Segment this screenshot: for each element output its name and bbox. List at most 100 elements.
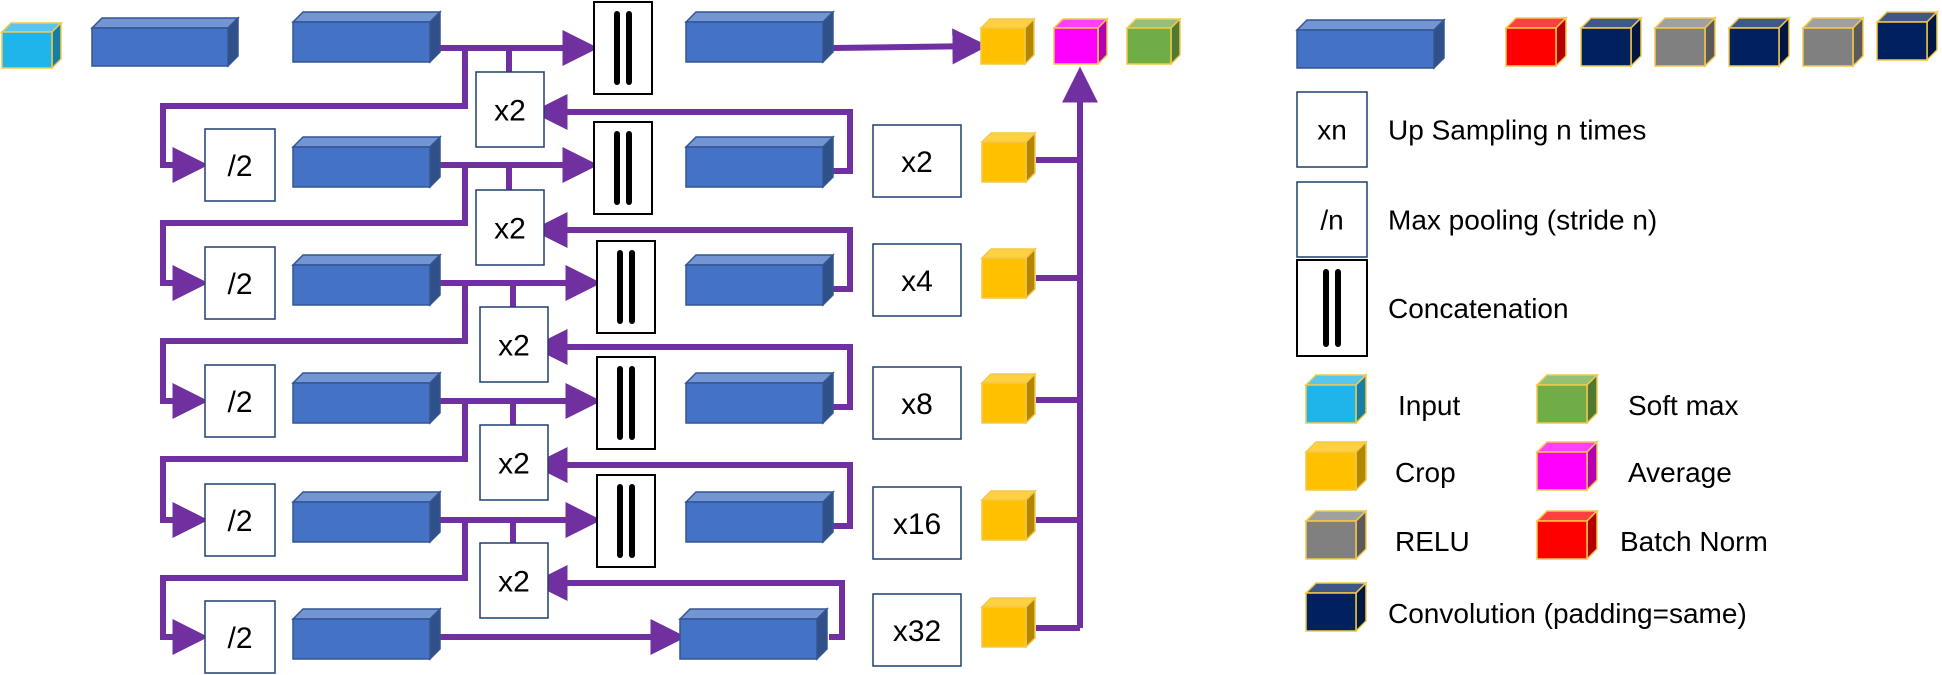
encoder-block-5 — [291, 607, 442, 661]
legend-swatch-batch-norm — [1535, 509, 1599, 561]
side-upsample-box-1: x4 — [872, 243, 962, 317]
legend-symbol-1: /n Max pooling (stride n) — [1296, 181, 1657, 258]
legend-feature-block — [1295, 18, 1446, 70]
legend-symbol-2: Concatenation — [1296, 259, 1569, 357]
side-upsample-box-0: x2 — [872, 124, 962, 198]
upsample-connector-4 — [531, 565, 845, 640]
maxpool-box-3-label: /2 — [227, 386, 252, 419]
crop-block-2 — [980, 372, 1037, 425]
shape-layer: /2/2/2/2/2 x2 x2 x2 x2 x2 x2 x4 x8 x16 x32 — [0, 1, 1182, 674]
legend-color-label-5: Batch Norm — [1620, 526, 1768, 557]
legend-color-relu: RELU — [1304, 509, 1470, 561]
side-upsample-box-3-label: x16 — [893, 508, 941, 541]
decoder-block-4 — [684, 490, 835, 544]
legend-block-relu-2 — [1653, 16, 1717, 68]
side-upsample-box-2: x8 — [872, 366, 962, 440]
concatenation-2 — [596, 240, 656, 334]
legend-symbol-key-1: /n — [1320, 205, 1343, 236]
maxpool-box-1: /2 — [204, 128, 276, 202]
legend-symbol-text-2: Concatenation — [1388, 293, 1569, 324]
upsample-box-1: x2 — [475, 189, 545, 266]
side-upsample-box-0-label: x2 — [901, 146, 933, 179]
side-upsample-box-2-label: x8 — [901, 388, 933, 421]
decoder-block-5 — [678, 607, 829, 661]
legend-color-crop: Crop — [1304, 440, 1456, 492]
legend-block-batch-norm-0 — [1504, 16, 1568, 68]
upsample-box-4: x2 — [479, 542, 549, 619]
decoder-block-3 — [684, 371, 835, 425]
upsample-box-2-label: x2 — [498, 329, 530, 362]
upsample-box-1-label: x2 — [494, 212, 526, 245]
legend-color-label-1: Soft max — [1628, 390, 1738, 421]
legend-color-average: Average — [1535, 440, 1732, 492]
encoder-block-1 — [291, 135, 442, 189]
pool-connector-4 — [160, 398, 468, 538]
legend-block-convolution-1 — [1579, 16, 1643, 68]
input-block — [0, 21, 63, 70]
pool-connector-3 — [160, 280, 468, 419]
concatenation-3 — [596, 356, 656, 450]
side-upsample-box-4: x32 — [872, 593, 962, 667]
upsample-box-2: x2 — [479, 306, 549, 383]
pool-connector-1 — [160, 45, 468, 183]
legend-color-convolution: Convolution (padding=same) — [1304, 581, 1747, 633]
legend-swatch-input — [1304, 373, 1368, 425]
legend-color-softmax: Soft max — [1535, 373, 1738, 425]
legend-swatch-softmax — [1535, 373, 1599, 425]
legend-symbol-text-1: Max pooling (stride n) — [1388, 205, 1657, 236]
average-block — [1052, 17, 1109, 66]
legend-color-label-4: RELU — [1395, 526, 1470, 557]
encoder-block-4 — [291, 490, 442, 544]
upsample-box-0: x2 — [475, 71, 545, 148]
encoder-block-3 — [291, 371, 442, 425]
maxpool-box-3: /2 — [204, 364, 276, 438]
legend-swatch-average — [1535, 440, 1599, 492]
legend-symbol-text-0: Up Sampling n times — [1388, 115, 1646, 146]
legend-concatenation-symbol — [1296, 259, 1368, 357]
legend-color-label-2: Crop — [1395, 457, 1456, 488]
legend-block-convolution-5 — [1875, 10, 1939, 62]
maxpool-box-2: /2 — [204, 246, 276, 320]
legend-swatch-relu — [1304, 509, 1368, 561]
legend-color-input: Input — [1304, 373, 1460, 425]
feature-block-input-conv — [90, 16, 240, 68]
crop-block-0 — [980, 131, 1037, 184]
decoder-block-1 — [684, 135, 835, 189]
upsample-connector-0 — [531, 94, 853, 174]
upsample-connector-1 — [531, 212, 853, 292]
crop-block-3 — [980, 489, 1037, 542]
upsample-box-3: x2 — [479, 424, 549, 501]
connector-layer — [160, 28, 1098, 655]
concatenation-1 — [593, 121, 653, 215]
legend-color-batch-norm: Batch Norm — [1535, 509, 1768, 561]
maxpool-box-5-label: /2 — [227, 622, 252, 655]
encoder-block-0 — [291, 10, 442, 64]
upsample-box-4-label: x2 — [498, 565, 530, 598]
pool-connector-2 — [160, 162, 468, 301]
concatenation-4 — [596, 474, 656, 568]
side-upsample-box-3: x16 — [872, 486, 962, 560]
crop-block-1 — [980, 247, 1037, 300]
legend-block-convolution-3 — [1727, 16, 1791, 68]
legend-swatch-crop — [1304, 440, 1368, 492]
encoder-block-2 — [291, 253, 442, 307]
upsample-box-0-label: x2 — [494, 94, 526, 127]
upsample-connector-2 — [531, 329, 853, 410]
side-upsample-box-1-label: x4 — [901, 265, 933, 298]
legend-color-label-0: Input — [1398, 390, 1460, 421]
output-connector — [832, 28, 989, 65]
legend-swatch-convolution — [1304, 581, 1368, 633]
maxpool-box-1-label: /2 — [227, 150, 252, 183]
maxpool-box-4: /2 — [204, 483, 276, 557]
legend-color-label-6: Convolution (padding=same) — [1388, 598, 1747, 629]
legend: xn Up Sampling n times/n Max pooling (stri… — [1295, 10, 1939, 633]
decoder-block-0 — [684, 10, 835, 64]
concatenation-0 — [593, 1, 653, 95]
upsample-box-3-label: x2 — [498, 447, 530, 480]
side-upsample-box-4-label: x32 — [893, 615, 941, 648]
maxpool-box-5: /2 — [204, 600, 276, 674]
maxpool-box-4-label: /2 — [227, 505, 252, 538]
legend-symbol-key-0: xn — [1317, 115, 1347, 146]
legend-color-label-3: Average — [1628, 457, 1732, 488]
